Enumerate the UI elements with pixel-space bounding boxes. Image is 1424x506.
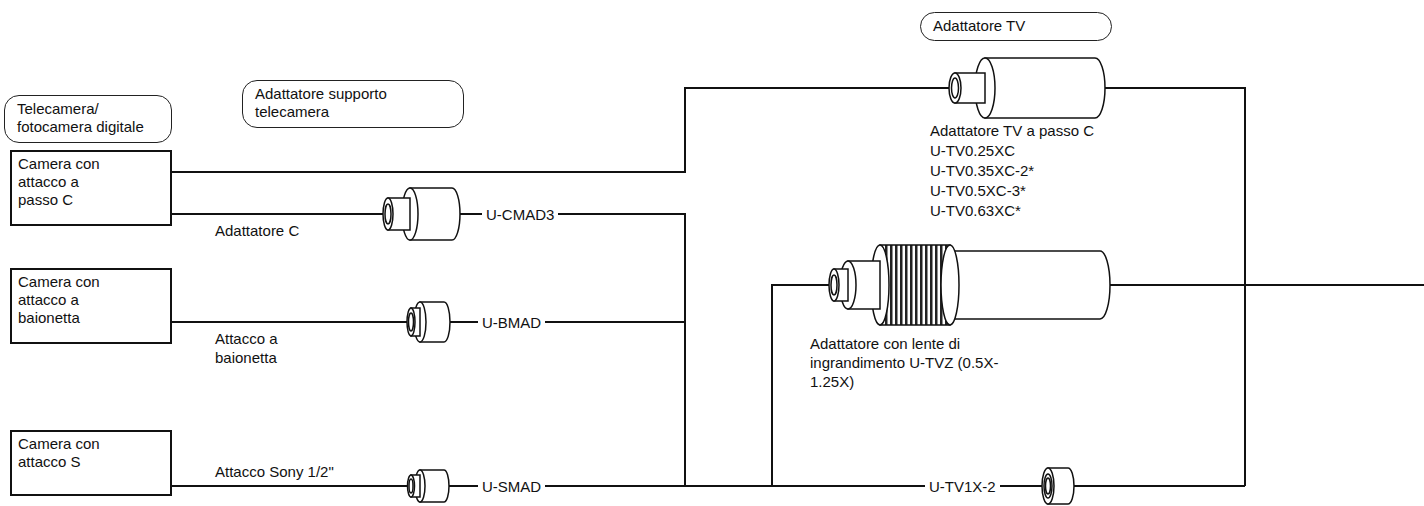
header-text: Adattatore TV bbox=[933, 17, 1099, 35]
wire bbox=[1098, 88, 1245, 486]
bayonet-adapter-illustration bbox=[409, 313, 414, 331]
part-number: U-CMAD3 bbox=[482, 205, 558, 224]
box-text: Camera con attacco S bbox=[18, 435, 113, 471]
camera-box: Camera con attacco a baionetta bbox=[10, 268, 172, 344]
zoom-adapter-illustration bbox=[829, 245, 1110, 325]
wire bbox=[172, 321, 410, 323]
wire bbox=[172, 485, 410, 487]
wire bbox=[455, 214, 685, 486]
part-number: U-TV0.35XC-2* bbox=[930, 161, 1034, 180]
c-adapter-illustration bbox=[383, 198, 393, 230]
relay-ring-illustration bbox=[1044, 474, 1052, 498]
c-adapter-illustration bbox=[383, 188, 460, 240]
camera-box: Camera con attacco a passo C bbox=[10, 150, 172, 226]
tv-adapter-illustration bbox=[952, 78, 959, 98]
box-text: Camera con attacco a baionetta bbox=[18, 273, 113, 327]
zoom-adapter-illustration bbox=[941, 245, 959, 325]
adapter-type: Attacco Sony 1/2" bbox=[215, 462, 334, 481]
group-header: Adattatore TV bbox=[920, 12, 1112, 41]
group-header: Adattatore supporto telecamera bbox=[242, 80, 464, 128]
group-header: Telecamera/ fotocamera digitale bbox=[4, 95, 172, 143]
header-text: Adattatore supporto telecamera bbox=[255, 85, 451, 121]
part-number: U-TV0.5XC-3* bbox=[930, 181, 1026, 200]
sony-adapter-illustration bbox=[408, 475, 415, 497]
header-text: Telecamera/ fotocamera digitale bbox=[17, 100, 159, 136]
wire bbox=[1108, 284, 1424, 286]
wire bbox=[172, 88, 1424, 486]
tv-adapter-illustration bbox=[949, 58, 1105, 118]
zoom-adapter-illustration bbox=[950, 251, 1110, 319]
box-text: Camera con attacco a passo C bbox=[18, 155, 113, 209]
sony-adapter-illustration bbox=[408, 470, 450, 502]
zoom-adapter-illustration bbox=[831, 275, 837, 295]
tv-adapter-illustration bbox=[949, 73, 961, 103]
zoom-adapter-illustration bbox=[829, 269, 839, 301]
adapter-type: Attacco a baionetta bbox=[215, 329, 305, 367]
bayonet-adapter-illustration bbox=[407, 308, 415, 336]
relay-ring-illustration bbox=[1046, 478, 1051, 494]
adapter-type: Adattatore C bbox=[215, 221, 299, 240]
relay-ring-illustration bbox=[1042, 468, 1074, 504]
part-number: U-TV0.25XC bbox=[930, 141, 1015, 160]
relay-ring-illustration bbox=[1042, 468, 1054, 504]
wire bbox=[172, 213, 385, 215]
zoom-adapter-illustration bbox=[880, 245, 950, 325]
part-number: U-TV1X-2 bbox=[925, 477, 1000, 496]
adapter-type: Adattatore TV a passo C bbox=[930, 121, 1094, 140]
c-adapter-illustration bbox=[385, 204, 391, 224]
tv-adapter-illustration bbox=[985, 58, 1105, 118]
bayonet-adapter-illustration bbox=[407, 302, 450, 342]
part-number: U-BMAD bbox=[478, 313, 545, 332]
adapter-type: Adattatore con lente di ingrandimento U-… bbox=[810, 334, 1000, 391]
part-number: U-SMAD bbox=[478, 477, 545, 496]
camera-box: Camera con attacco S bbox=[10, 430, 172, 496]
wire bbox=[1072, 485, 1245, 487]
sony-adapter-illustration bbox=[409, 479, 413, 493]
part-number: U-TV0.63XC* bbox=[930, 201, 1021, 220]
